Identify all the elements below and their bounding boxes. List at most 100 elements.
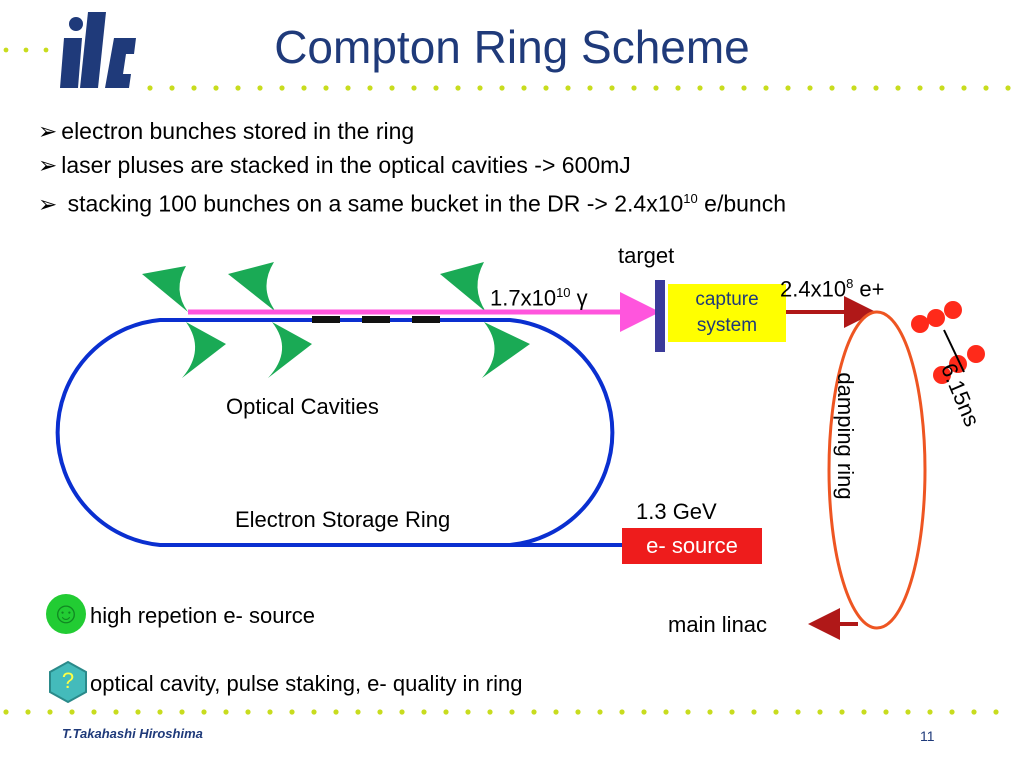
- electron-bunch: [362, 316, 390, 323]
- decorative-dot: [785, 85, 791, 91]
- decorative-dot: [3, 709, 9, 715]
- decorative-dot: [345, 85, 351, 91]
- damping-ring-label: damping ring: [833, 372, 858, 500]
- decorative-dot: [311, 709, 317, 715]
- bullet-item: ➢ stacking 100 bunches on a same bucket …: [38, 190, 787, 217]
- decorative-dot: [487, 709, 493, 715]
- bullet-list: ➢electron bunches stored in the ring ➢la…: [38, 114, 786, 221]
- decorative-dot: [477, 85, 483, 91]
- decorative-dot: [499, 85, 505, 91]
- decorative-dot: [883, 709, 889, 715]
- decorative-dot: [213, 85, 219, 91]
- decorative-dot: [323, 85, 329, 91]
- decorative-dot: [719, 85, 725, 91]
- decorative-dot: [751, 709, 757, 715]
- decorative-dot: [609, 85, 615, 91]
- decorative-dot: [807, 85, 813, 91]
- target-label: target: [618, 243, 675, 268]
- storage-ring-label: Electron Storage Ring: [235, 507, 451, 532]
- decorative-dot: [1005, 85, 1011, 91]
- target: [655, 280, 665, 352]
- decorative-dot: [377, 709, 383, 715]
- e-source-box: e- source: [622, 528, 762, 564]
- decorative-dot: [257, 85, 263, 91]
- decorative-dot: [895, 85, 901, 91]
- decorative-dot: [927, 709, 933, 715]
- decorative-dot: [763, 85, 769, 91]
- decorative-dot: [201, 709, 207, 715]
- decorative-dot: [631, 85, 637, 91]
- decorative-dot: [443, 709, 449, 715]
- photon-yield-label: 1.7x1010 γ: [490, 285, 588, 311]
- decorative-dot: [851, 85, 857, 91]
- decorative-dot: [411, 85, 417, 91]
- page-number: 11: [920, 728, 935, 744]
- decorative-dot: [697, 85, 703, 91]
- decorative-dot: [773, 709, 779, 715]
- decorative-dot: [223, 709, 229, 715]
- energy-label: 1.3 GeV: [636, 499, 717, 524]
- decorative-dot: [113, 709, 119, 715]
- decorative-dot: [729, 709, 735, 715]
- decorative-dot: [663, 709, 669, 715]
- decorative-dot: [961, 85, 967, 91]
- decorative-dot: [905, 709, 911, 715]
- bottom-dot-line: [3, 709, 999, 715]
- decorative-dot: [817, 709, 823, 715]
- decorative-dot: [795, 709, 801, 715]
- optical-cavity: [440, 262, 530, 378]
- decorative-dot: [675, 85, 681, 91]
- decorative-dot: [917, 85, 923, 91]
- decorative-dot: [531, 709, 537, 715]
- decorative-dot: [741, 85, 747, 91]
- decorative-dot: [939, 85, 945, 91]
- electron-bunch: [412, 316, 440, 323]
- decorative-dot: [653, 85, 659, 91]
- decorative-dot: [553, 709, 559, 715]
- decorative-dot: [619, 709, 625, 715]
- positron-bunch: [927, 309, 945, 327]
- slide-title: Compton Ring Scheme: [274, 21, 750, 73]
- decorative-dot: [389, 85, 395, 91]
- legend-text: high repetion e- source: [90, 603, 316, 628]
- decorative-dot: [245, 709, 251, 715]
- footer-author: T.Takahashi Hiroshima: [62, 726, 203, 741]
- decorative-dot: [235, 85, 241, 91]
- decorative-dot: [267, 709, 273, 715]
- smiley-face-icon: ☺: [46, 594, 86, 634]
- bullet-item: ➢electron bunches stored in the ring: [38, 118, 415, 144]
- decorative-dot: [91, 709, 97, 715]
- bullet-item: ➢laser pluses are stacked in the optical…: [38, 152, 631, 178]
- decorative-dot: [135, 709, 141, 715]
- question-mark-glyph: ?: [61, 668, 75, 693]
- decorative-dot: [69, 709, 75, 715]
- decorative-dot: [179, 709, 185, 715]
- damping-ring: [827, 310, 927, 630]
- decorative-dot: [289, 709, 295, 715]
- decorative-dot: [829, 85, 835, 91]
- decorative-dot: [685, 709, 691, 715]
- top-dot-line: [3, 47, 1011, 91]
- positron-bunch: [967, 345, 985, 363]
- bullet-arrow-icon: ➢: [38, 190, 58, 217]
- bunch-spacing-arrow: [943, 329, 965, 373]
- ilc-logo: [60, 12, 136, 88]
- decorative-dot: [23, 47, 29, 53]
- decorative-dot: [421, 709, 427, 715]
- optical-cavities-label: Optical Cavities: [226, 394, 379, 419]
- decorative-dot: [367, 85, 373, 91]
- positron-bunch: [933, 366, 951, 384]
- decorative-dot: [25, 709, 31, 715]
- decorative-dot: [949, 709, 955, 715]
- decorative-dot: [971, 709, 977, 715]
- decorative-dot: [543, 85, 549, 91]
- decorative-dot: [279, 85, 285, 91]
- decorative-dot: [43, 47, 49, 53]
- decorative-dot: [641, 709, 647, 715]
- decorative-dot: [455, 85, 461, 91]
- legend-text: optical cavity, pulse staking, e- qualit…: [90, 671, 523, 696]
- positron-bunch: [911, 315, 929, 333]
- decorative-dot: [993, 709, 999, 715]
